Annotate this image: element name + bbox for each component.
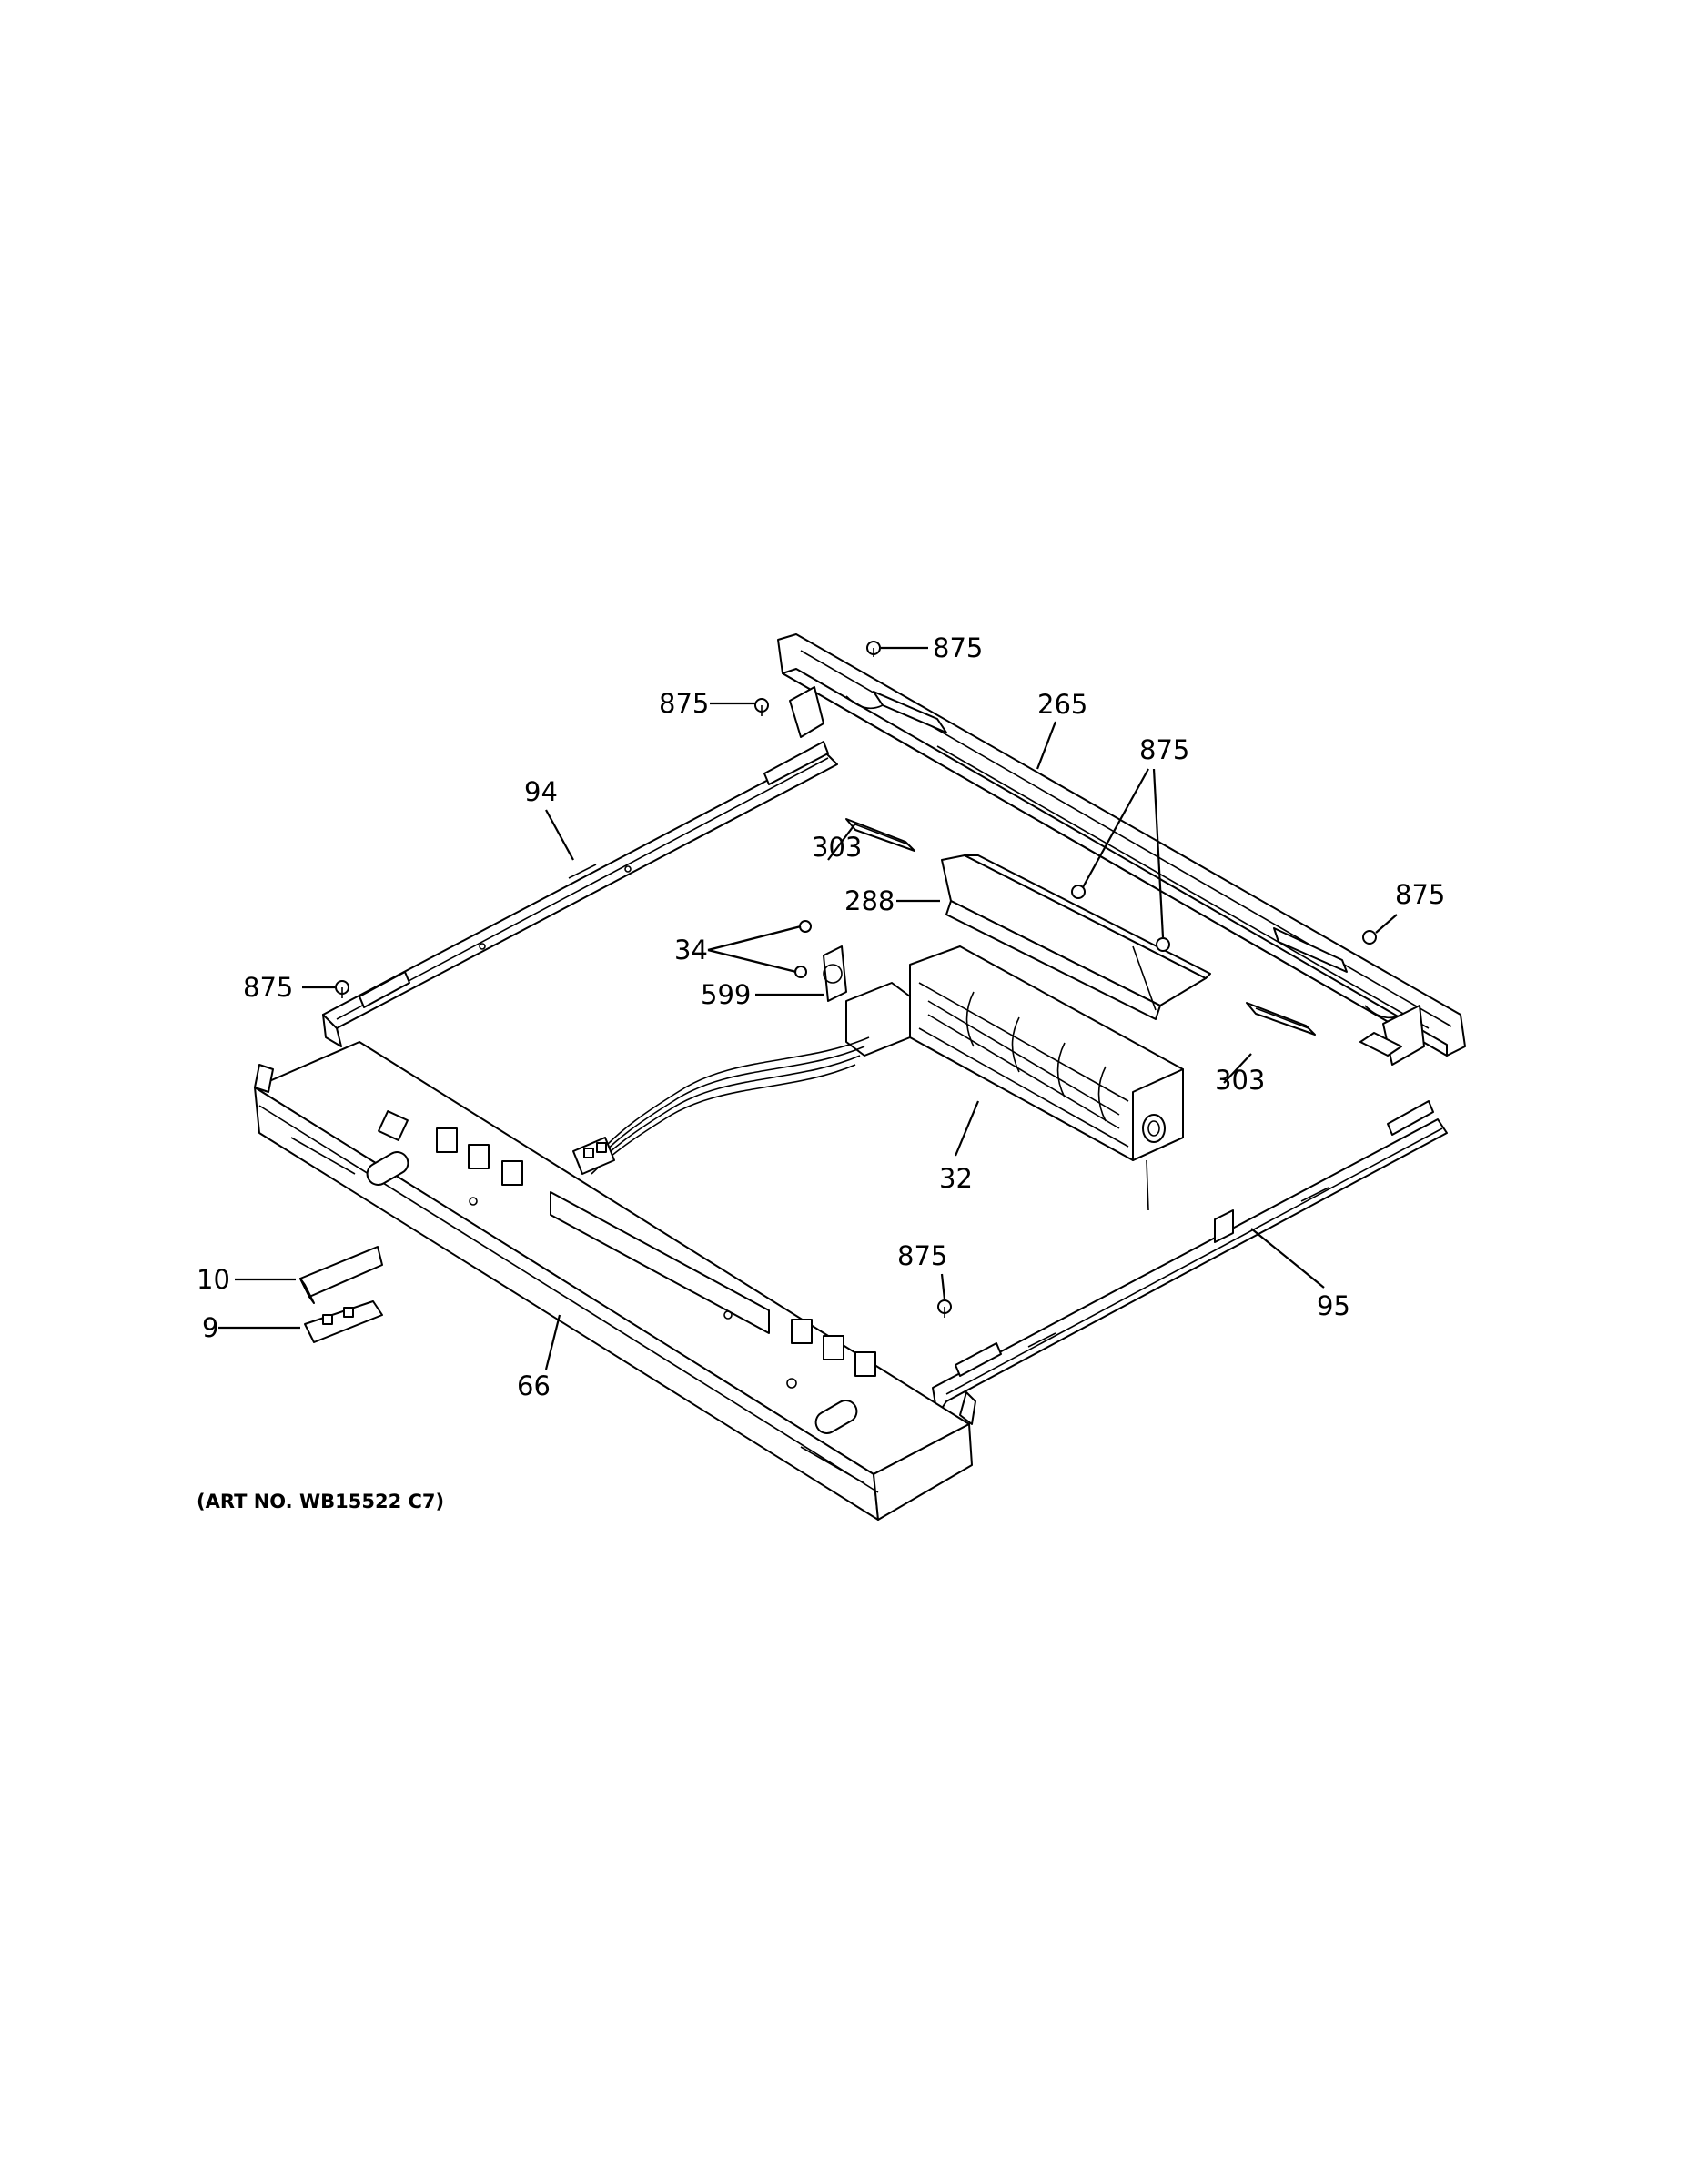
part-10-cover[interactable] bbox=[299, 1246, 383, 1304]
callout-875-bottom: 875 bbox=[897, 1240, 947, 1271]
callout-66: 66 bbox=[517, 1370, 551, 1401]
callout-875-left: 875 bbox=[243, 972, 293, 1003]
part-95-right-rail[interactable] bbox=[932, 1100, 1448, 1416]
part-66-front-channel[interactable] bbox=[254, 1041, 976, 1521]
callout-94: 94 bbox=[524, 776, 558, 807]
part-9-control-board[interactable] bbox=[304, 1300, 383, 1343]
part-265-rear-channel[interactable] bbox=[777, 633, 1466, 1066]
part-303-glide-right[interactable] bbox=[1246, 1002, 1316, 1036]
screw-875-left[interactable] bbox=[335, 980, 349, 998]
screw-875-center-b[interactable] bbox=[1156, 937, 1170, 952]
callout-32: 32 bbox=[939, 1163, 973, 1194]
callout-303-right: 303 bbox=[1215, 1065, 1265, 1096]
callout-265: 265 bbox=[1037, 689, 1087, 720]
part-288-air-duct[interactable] bbox=[941, 854, 1211, 1020]
callout-34: 34 bbox=[674, 935, 708, 966]
callout-875-center: 875 bbox=[1139, 734, 1189, 765]
wire-harness[interactable] bbox=[572, 1036, 870, 1175]
callout-9: 9 bbox=[202, 1312, 218, 1343]
part-599-bracket[interactable] bbox=[823, 945, 847, 1002]
callout-875-right: 875 bbox=[1395, 879, 1445, 910]
callout-599: 599 bbox=[701, 979, 751, 1010]
screw-875-upper-left[interactable] bbox=[754, 698, 769, 716]
part-34-nuts[interactable] bbox=[794, 920, 812, 978]
art-number: (ART NO. WB15522 C7) bbox=[197, 1491, 444, 1512]
callout-288: 288 bbox=[844, 885, 895, 916]
callout-875-upper-left: 875 bbox=[659, 688, 709, 719]
screw-875-top[interactable] bbox=[866, 641, 881, 657]
screw-875-bottom[interactable] bbox=[937, 1299, 952, 1318]
callout-875-top: 875 bbox=[933, 632, 983, 663]
part-94-left-rail[interactable] bbox=[322, 741, 838, 1047]
callout-303-left: 303 bbox=[812, 832, 862, 863]
callout-labels: 875 875 265 875 94 303 288 875 34 875 59… bbox=[197, 632, 1445, 1401]
screw-875-right[interactable] bbox=[1362, 930, 1377, 945]
leader-lines bbox=[218, 646, 1398, 1370]
callout-10: 10 bbox=[197, 1264, 230, 1295]
callout-95: 95 bbox=[1317, 1290, 1350, 1321]
screw-875-center-a[interactable] bbox=[1071, 885, 1086, 899]
part-32-blower[interactable] bbox=[845, 945, 1184, 1211]
